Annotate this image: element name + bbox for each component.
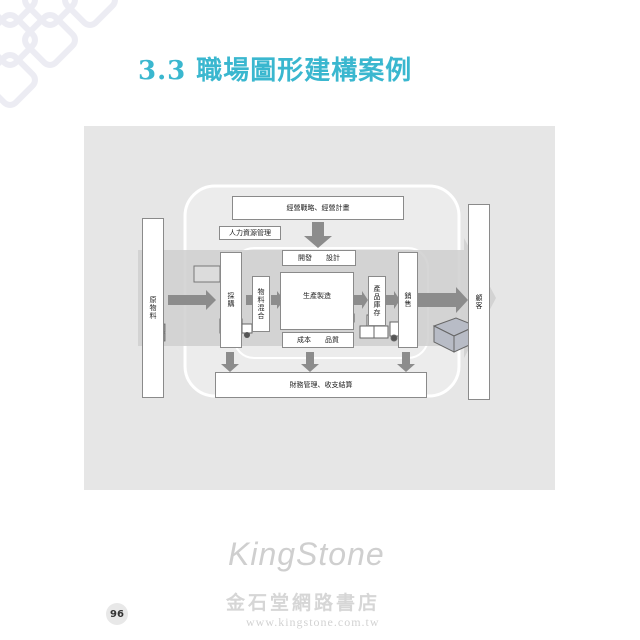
production-label: 生產製造 [303, 292, 331, 300]
arrow-mix-to-production [271, 291, 284, 309]
arrow-production-to-inventory [354, 291, 368, 309]
page-number: 96 [106, 603, 128, 625]
strategy-label: 經營戰略、經營計畫 [286, 204, 350, 212]
cost-quality-box: 成本 品質 [282, 332, 354, 348]
arrow-procure-down [221, 352, 239, 372]
sales-label: 銷售 [404, 292, 412, 308]
finance-box: 財務管理、收支結算 [215, 372, 427, 398]
hr-people-icon [193, 265, 221, 283]
raw-material-label: 原物料 [149, 296, 157, 320]
material-mix-box: 物料混合 [252, 276, 270, 332]
cost-quality-label: 成本 品質 [297, 336, 339, 344]
watermark-logo: KingStone [228, 536, 385, 572]
finance-label: 財務管理、收支結算 [289, 381, 353, 389]
corner-lattice-decoration [0, 0, 118, 108]
arrow-cost-down [301, 352, 319, 372]
arrow-strategy-down [304, 222, 332, 248]
production-box: 生產製造 [280, 272, 354, 330]
dev-design-label: 開發 設計 [298, 254, 340, 262]
watermark-url: www.kingstone.com.tw [246, 615, 380, 629]
arrow-raw-to-procure [168, 290, 216, 310]
customer-label: 顧客 [475, 294, 483, 310]
dev-design-box: 開發 設計 [282, 250, 356, 266]
strategy-box: 經營戰略、經營計畫 [232, 196, 404, 220]
arrow-inventory-to-sales [386, 291, 400, 309]
customer-box: 顧客 [468, 204, 490, 400]
inventory-box: 產品庫存 [368, 276, 386, 326]
flow-arrows [168, 222, 468, 372]
truck-cab-icon [241, 323, 253, 334]
sales-box: 銷售 [398, 252, 418, 348]
raw-material-box: 原物料 [142, 218, 164, 398]
hr-label: 人力資源管理 [229, 229, 271, 237]
hr-box: 人力資源管理 [219, 226, 281, 240]
section-title: 3.3 職場圖形建構案例 [138, 56, 413, 86]
procurement-label: 採購 [227, 292, 235, 308]
material-mix-label: 物料混合 [257, 288, 265, 320]
procurement-box: 採購 [220, 252, 242, 348]
arrow-sales-down [397, 352, 415, 372]
arrow-sales-to-customer [418, 287, 468, 313]
watermark-chinese: 金石堂網路書店 [226, 592, 381, 614]
inventory-label: 產品庫存 [373, 285, 381, 317]
